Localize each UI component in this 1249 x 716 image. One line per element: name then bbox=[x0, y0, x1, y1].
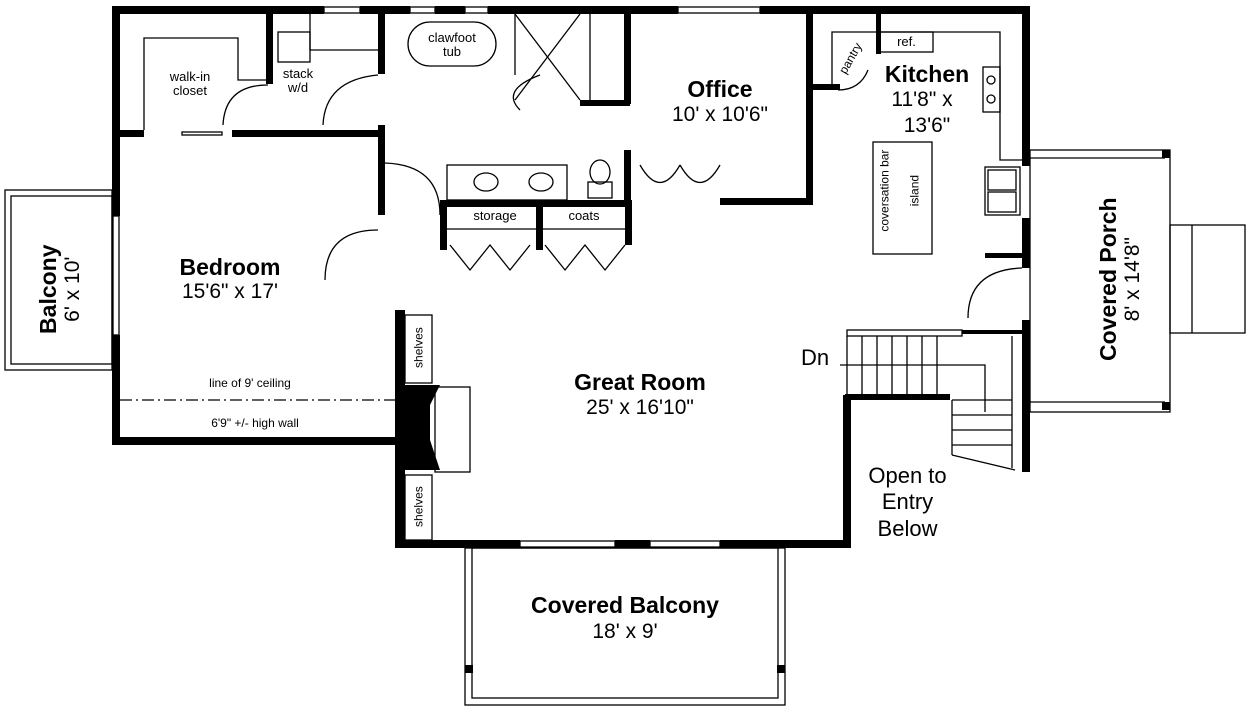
balcony-size: 6' x 10' bbox=[61, 256, 85, 322]
covered-balcony-outline bbox=[464, 547, 786, 706]
windows bbox=[112, 6, 761, 548]
covered-porch-size: 8' x 14'8" bbox=[1121, 237, 1145, 322]
stack-wd-label: stack w/d bbox=[282, 66, 314, 96]
kitchen-name: Kitchen bbox=[884, 61, 970, 87]
office-size: 10' x 10'6" bbox=[671, 103, 769, 126]
kitchen-size-2: 13'6" bbox=[903, 114, 951, 137]
covered-porch-name: Covered Porch bbox=[1094, 197, 1121, 362]
office-name: Office bbox=[687, 76, 753, 102]
ref-label: ref. bbox=[897, 34, 916, 49]
bedroom-size: 15'6" x 17' bbox=[181, 280, 279, 303]
bedroom-name: Bedroom bbox=[179, 254, 281, 280]
great-room-size: 25' x 16'10" bbox=[586, 396, 694, 419]
walls bbox=[112, 6, 1030, 548]
porch-outline bbox=[1029, 149, 1246, 413]
clawfoot-tub-label: clawfoot tub bbox=[428, 30, 476, 60]
stairs-down-label: Dn bbox=[800, 345, 830, 370]
island-label: island bbox=[907, 174, 922, 207]
high-wall-label: 6'9" +/- high wall bbox=[211, 416, 299, 430]
kitchen-size-1: 11'8" x bbox=[891, 88, 953, 111]
shelves-bottom-label: shelves bbox=[411, 486, 426, 527]
great-room-name: Great Room bbox=[574, 369, 706, 395]
ceiling-line-label: line of 9' ceiling bbox=[209, 376, 291, 390]
conversation-bar-label: coversation bar bbox=[877, 149, 892, 232]
balcony-outline bbox=[4, 189, 113, 371]
walk-in-closet-label: walk-in closet bbox=[169, 69, 211, 99]
covered-balcony-size: 18' x 9' bbox=[592, 620, 658, 643]
coats-label: coats bbox=[568, 208, 600, 223]
covered-porch-label: Covered Porch 8' x 14'8" bbox=[1094, 179, 1145, 379]
covered-balcony-name: Covered Balcony bbox=[531, 592, 719, 618]
balcony-label: Balcony 6' x 10' bbox=[34, 224, 85, 354]
open-to-entry-label: Open to Entry Below bbox=[868, 463, 947, 541]
shelves-top-label: shelves bbox=[411, 327, 426, 368]
fixtures bbox=[120, 13, 1023, 541]
storage-label: storage bbox=[473, 208, 517, 223]
balcony-name: Balcony bbox=[34, 244, 61, 334]
